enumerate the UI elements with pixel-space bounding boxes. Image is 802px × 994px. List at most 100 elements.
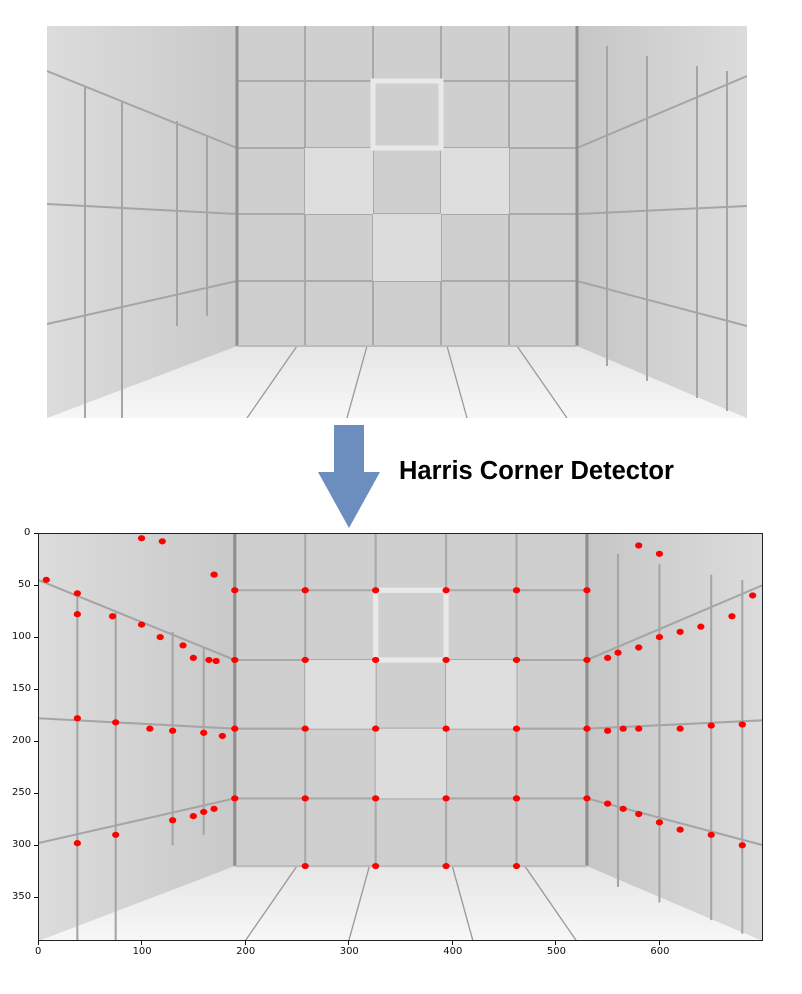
corner-point — [583, 587, 591, 594]
y-tick-mark — [34, 844, 38, 846]
x-tick-mark — [451, 941, 453, 945]
corner-point — [205, 656, 213, 664]
y-tick-label: 100 — [12, 631, 32, 643]
corner-point — [728, 613, 736, 620]
y-tick-label: 250 — [12, 787, 32, 799]
corner-point — [372, 587, 380, 594]
y-tick-label: 200 — [12, 735, 32, 747]
y-tick-label: 300 — [12, 839, 32, 851]
corner-point — [73, 611, 81, 618]
detected-corners — [42, 535, 757, 870]
y-tick-label: 50 — [18, 579, 31, 591]
y-tick-mark — [34, 740, 38, 742]
corner-point — [112, 831, 120, 838]
x-tick-label: 500 — [546, 946, 566, 957]
corner-point — [442, 587, 450, 594]
corner-point — [655, 550, 664, 557]
corner-point — [635, 725, 643, 732]
x-tick-mark — [658, 941, 660, 945]
corner-point — [210, 571, 218, 578]
corner-point — [512, 656, 521, 664]
corner-point — [73, 840, 81, 847]
corner-point — [614, 649, 622, 656]
corner-point — [301, 587, 309, 594]
down-arrow-icon — [318, 425, 380, 528]
y-tick-label: 150 — [12, 683, 32, 695]
corner-point — [512, 587, 521, 594]
corner-point — [210, 805, 218, 812]
corner-point — [372, 795, 380, 802]
x-tick-label: 600 — [650, 946, 670, 957]
corner-point — [73, 715, 81, 722]
corner-point — [635, 542, 643, 549]
y-tick-mark — [34, 636, 38, 638]
y-tick-mark — [34, 532, 38, 534]
corner-point — [73, 590, 81, 597]
corner-point — [442, 795, 450, 802]
corner-point — [707, 722, 715, 729]
y-tick-mark — [34, 584, 38, 586]
corner-point — [635, 810, 643, 818]
corner-point — [169, 817, 177, 824]
corner-point — [583, 795, 591, 802]
corner-point — [738, 721, 746, 728]
corner-point — [604, 800, 612, 807]
corner-point — [442, 725, 450, 732]
corner-point — [301, 795, 309, 802]
x-tick-label: 300 — [339, 946, 359, 957]
corner-point — [749, 592, 757, 599]
corner-point — [146, 725, 154, 732]
x-tick-mark — [348, 941, 350, 945]
corner-point — [583, 656, 591, 664]
corner-point — [372, 656, 380, 664]
corner-point — [158, 538, 166, 545]
corner-point — [604, 654, 612, 662]
y-tick-mark — [34, 896, 38, 898]
input-room-image — [47, 26, 747, 418]
corner-point — [697, 623, 705, 630]
corner-point — [301, 725, 309, 732]
corner-point — [137, 535, 146, 542]
y-tick-label: 350 — [12, 891, 32, 903]
corner-point — [200, 808, 208, 816]
corner-point — [231, 656, 239, 664]
corner-point — [676, 725, 684, 732]
corner-point — [218, 732, 226, 740]
corner-point — [619, 805, 627, 812]
corner-point — [212, 657, 220, 665]
corner-point — [512, 795, 521, 802]
corner-point — [635, 644, 643, 651]
corner-point — [301, 862, 309, 870]
harris-corner-detector-label: Harris Corner Detector — [399, 457, 674, 485]
x-tick-mark — [37, 941, 39, 945]
x-tick-mark — [244, 941, 246, 945]
corner-point — [583, 725, 591, 732]
corner-point — [619, 725, 627, 732]
corner-point — [442, 656, 450, 664]
corner-point — [231, 725, 239, 732]
x-tick-label: 0 — [35, 946, 42, 957]
corner-point — [189, 654, 197, 662]
corner-point — [676, 826, 684, 833]
corner-point — [42, 576, 50, 583]
corner-point — [108, 613, 117, 620]
corner-point — [372, 862, 380, 870]
corner-point — [179, 642, 187, 649]
corner-point — [231, 795, 239, 802]
x-tick-label: 100 — [132, 946, 152, 957]
corner-point — [156, 633, 164, 641]
corner-point — [137, 621, 146, 628]
y-tick-label: 0 — [24, 527, 31, 538]
x-tick-label: 200 — [236, 946, 256, 957]
corner-point — [200, 729, 208, 736]
x-tick-label: 400 — [443, 946, 463, 957]
corner-point — [707, 831, 715, 838]
corner-point — [231, 587, 239, 594]
corner-point — [655, 819, 664, 826]
corner-point — [442, 862, 450, 870]
corner-point — [189, 812, 197, 820]
x-tick-mark — [141, 941, 143, 945]
corner-point — [112, 719, 120, 726]
corner-point — [301, 656, 309, 664]
corner-point — [655, 633, 664, 641]
